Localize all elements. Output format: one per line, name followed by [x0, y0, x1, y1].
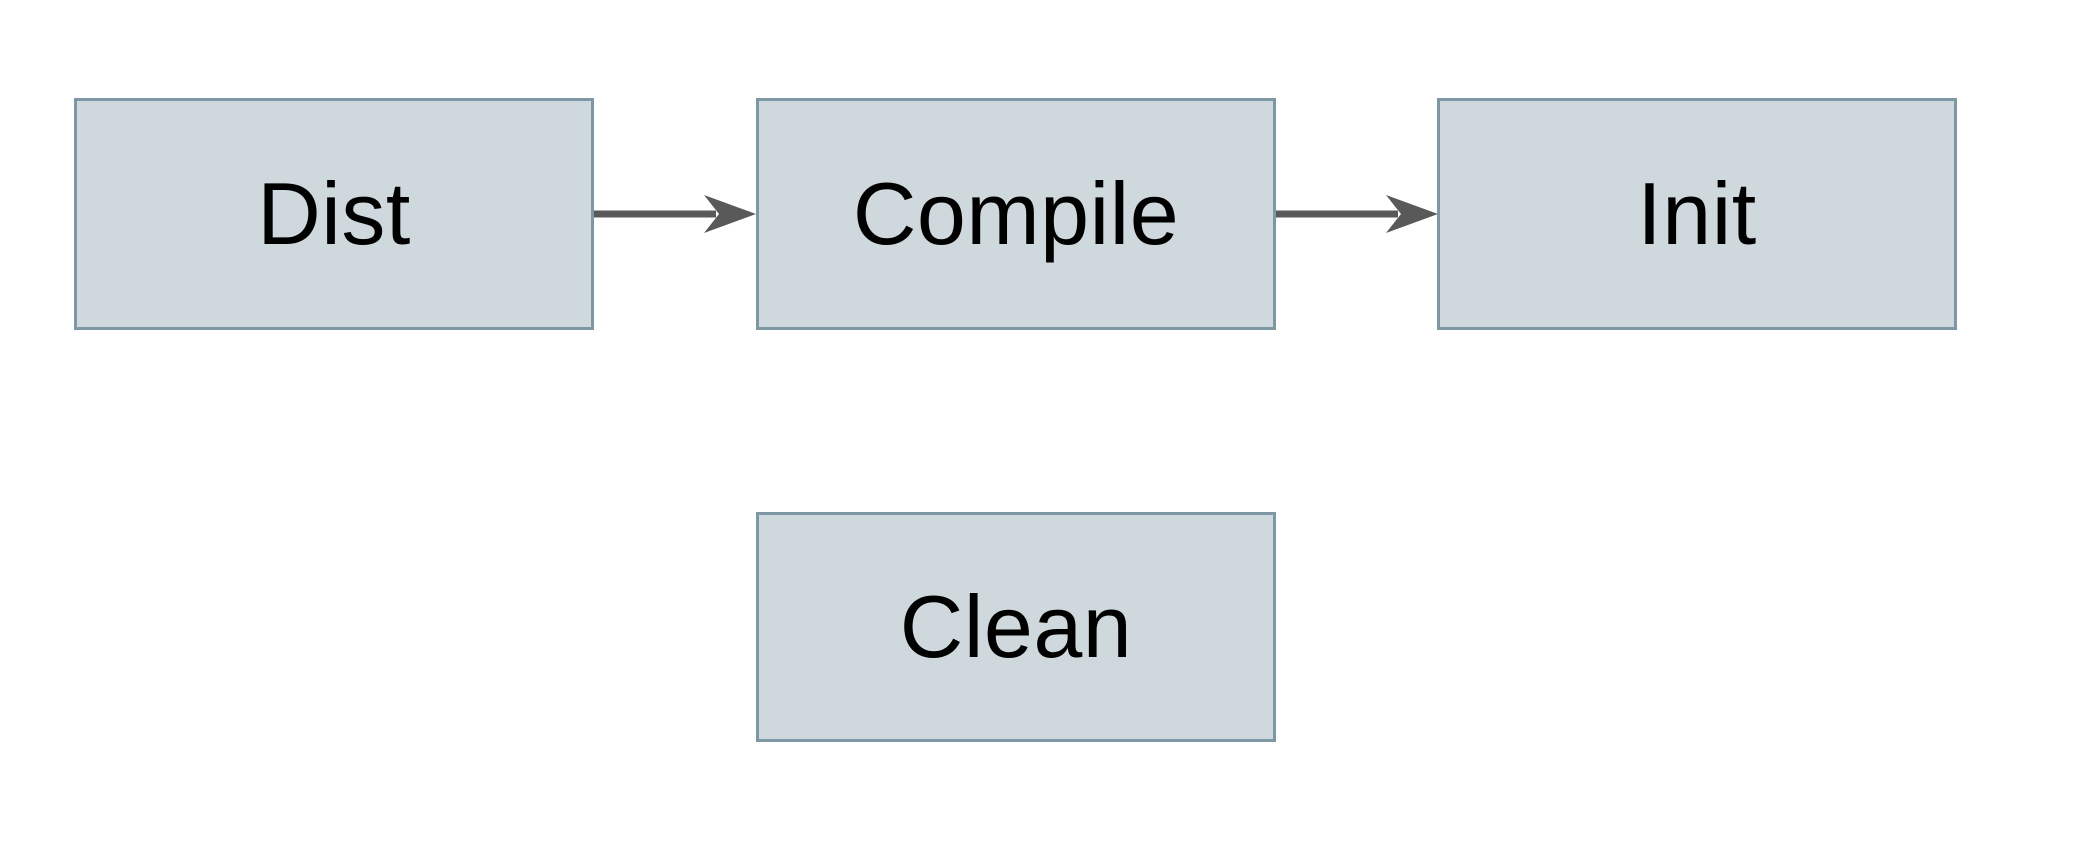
- node-compile-label: Compile: [852, 164, 1180, 263]
- node-clean: Clean: [756, 512, 1276, 742]
- node-compile: Compile: [756, 98, 1276, 330]
- node-init: Init: [1437, 98, 1957, 330]
- node-init-label: Init: [1637, 164, 1757, 263]
- arrow-dist-to-compile: [594, 195, 756, 233]
- node-dist-label: Dist: [257, 164, 411, 263]
- arrow-compile-to-init: [1276, 195, 1438, 233]
- node-clean-label: Clean: [899, 577, 1133, 676]
- node-dist: Dist: [74, 98, 594, 330]
